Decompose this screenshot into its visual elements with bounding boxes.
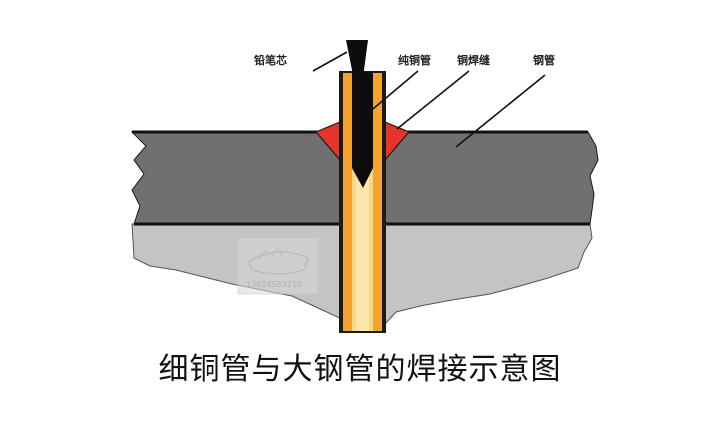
label-copper-weld-seam: 铜焊缝 — [456, 53, 490, 67]
pencil-core-inserted — [352, 72, 373, 188]
leader-pencil-core — [312, 51, 348, 72]
leader-steel — [455, 74, 546, 148]
label-pencil-core: 铅笔芯 — [254, 53, 287, 67]
label-steel-pipe: 钢管 — [533, 53, 555, 67]
label-pure-copper-tube: 纯铜管 — [398, 53, 431, 67]
watermark-logo — [237, 237, 319, 295]
diagram-title: 细铜管与大钢管的焊接示意图 — [158, 352, 562, 387]
leader-weld-seam — [396, 70, 470, 130]
leader-pure-copper — [366, 70, 419, 115]
copper-tube-layer-left — [343, 73, 352, 331]
watermark-number: 13824563210 — [246, 280, 302, 289]
pencil-core — [346, 40, 368, 72]
leader-lines — [312, 51, 546, 148]
copper-tube-layer-right — [373, 73, 382, 331]
